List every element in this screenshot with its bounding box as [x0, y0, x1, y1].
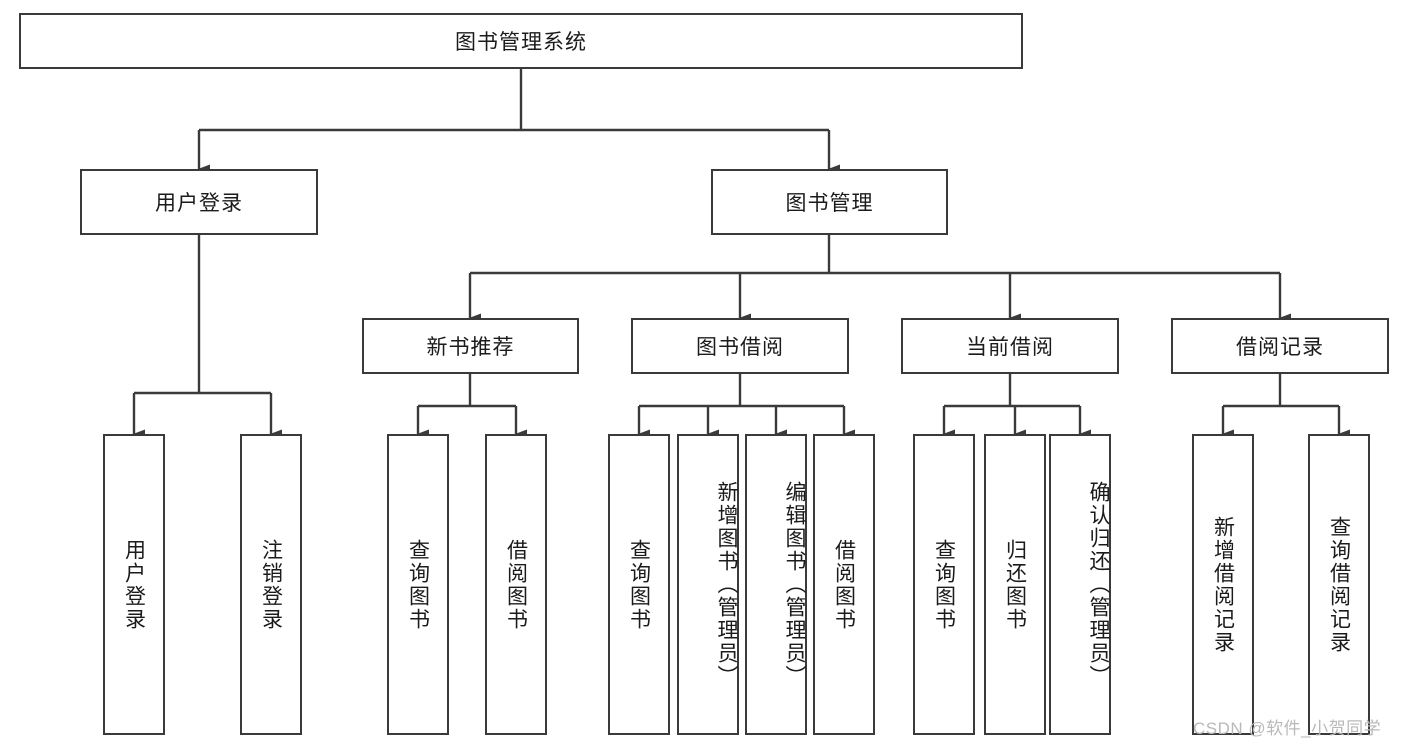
node-label: 借阅图书: [832, 538, 856, 631]
node-label: 用户登录: [122, 538, 146, 631]
node-label: 查询图书: [932, 538, 956, 631]
node-leaf-leaf-edit-book[interactable]: 编辑图书（管理员）: [745, 434, 807, 735]
node-label: 图书管理系统: [455, 31, 587, 54]
node-leaf-leaf-borrow-book-bor[interactable]: 借阅图书: [813, 434, 875, 735]
node-leaf-leaf-confirm-return[interactable]: 确认归还（管理员）: [1049, 434, 1111, 735]
node-label: 注销登录: [259, 538, 283, 631]
node-leaf-leaf-user-logout[interactable]: 注销登录: [240, 434, 302, 735]
node-label: 新增借阅记录: [1211, 515, 1235, 654]
node-level3-book-borrow[interactable]: 图书借阅: [631, 318, 849, 374]
node-leaf-leaf-query-record[interactable]: 查询借阅记录: [1308, 434, 1370, 735]
node-label: 图书管理: [785, 192, 874, 215]
node-label: 借阅记录: [1236, 336, 1324, 359]
node-label: 归还图书: [1003, 538, 1027, 631]
node-leaf-leaf-return-book[interactable]: 归还图书: [984, 434, 1046, 735]
node-leaf-leaf-add-book[interactable]: 新增图书（管理员）: [677, 434, 739, 735]
node-level3-new-book-rec[interactable]: 新书推荐: [362, 318, 579, 374]
node-label: 查询借阅记录: [1327, 515, 1351, 654]
node-level3-current-borrow[interactable]: 当前借阅: [901, 318, 1119, 374]
node-leaf-leaf-user-login[interactable]: 用户登录: [103, 434, 165, 735]
edge-group: [132, 69, 1350, 439]
node-label: 编辑图书（管理员）: [783, 481, 806, 688]
node-leaf-leaf-query-book-rec[interactable]: 查询图书: [387, 434, 449, 735]
node-label: 图书借阅: [696, 336, 784, 359]
node-level2-user-login[interactable]: 用户登录: [80, 169, 318, 235]
node-label: 查询图书: [406, 538, 430, 631]
node-leaf-leaf-borrow-book-rec[interactable]: 借阅图书: [485, 434, 547, 735]
node-leaf-leaf-add-record[interactable]: 新增借阅记录: [1192, 434, 1254, 735]
node-leaf-leaf-query-book-bor[interactable]: 查询图书: [608, 434, 670, 735]
node-root-root[interactable]: 图书管理系统: [19, 13, 1023, 69]
node-level3-borrow-record[interactable]: 借阅记录: [1171, 318, 1389, 374]
node-level2-book-manage[interactable]: 图书管理: [711, 169, 948, 235]
node-label: 新书推荐: [426, 336, 515, 359]
node-label: 新增图书（管理员）: [715, 481, 738, 688]
node-label: 查询图书: [627, 538, 651, 631]
node-label: 用户登录: [155, 192, 243, 215]
node-label: 当前借阅: [966, 336, 1054, 359]
node-label: 借阅图书: [504, 538, 528, 631]
node-label: 确认归还（管理员）: [1087, 481, 1110, 688]
watermark-label: CSDN @软件_小贺同学: [1193, 719, 1382, 738]
node-leaf-leaf-query-book-cur[interactable]: 查询图书: [913, 434, 975, 735]
